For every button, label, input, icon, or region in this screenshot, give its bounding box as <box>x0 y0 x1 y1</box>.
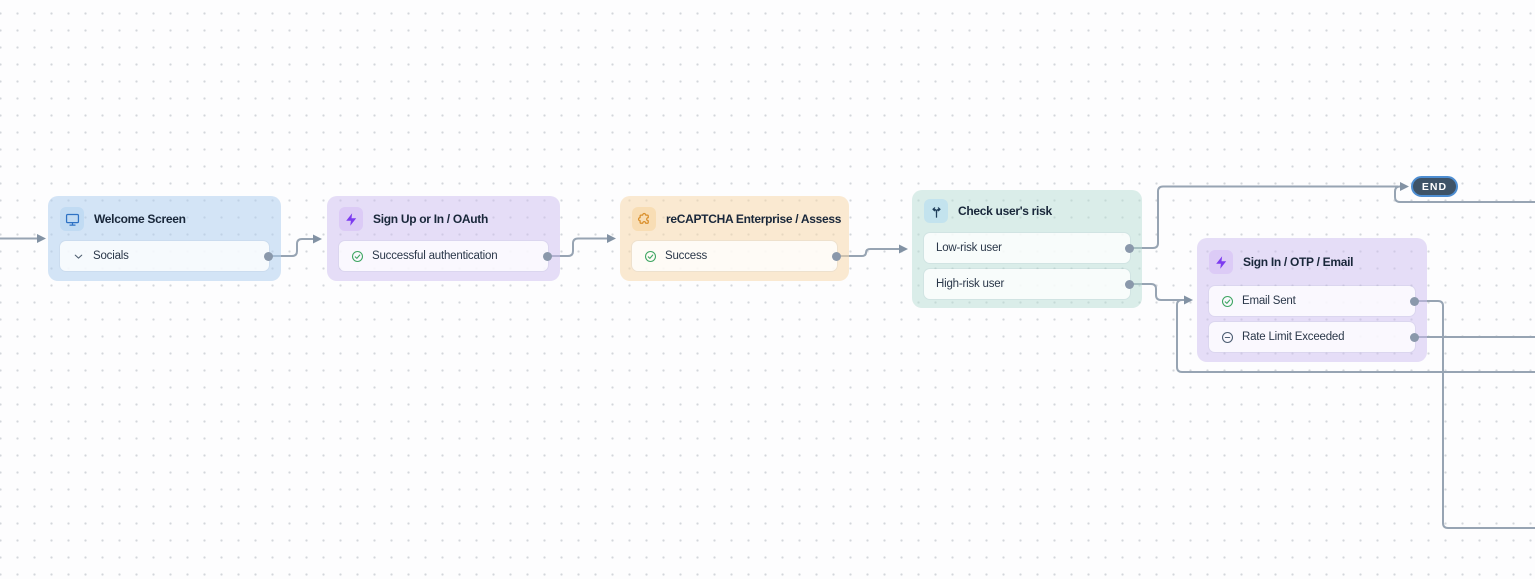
connector-dot[interactable] <box>1125 279 1134 289</box>
connector-dot[interactable] <box>1125 243 1134 253</box>
arrowhead <box>313 234 322 244</box>
output-low-risk-user[interactable]: Low-risk user <box>924 233 1134 263</box>
puzzle-icon <box>632 207 656 231</box>
node-header: Welcome Screen <box>60 207 269 231</box>
output-successful-authentication[interactable]: Successful authentication <box>339 241 552 271</box>
connector-dot[interactable] <box>1410 296 1419 306</box>
output-label: Successful authentication <box>372 250 498 262</box>
check-circle-icon <box>1221 295 1234 308</box>
node-header: Sign Up or In / OAuth <box>339 207 548 231</box>
node-header: Sign In / OTP / Email <box>1209 250 1415 274</box>
output-high-risk-user[interactable]: High-risk user <box>924 269 1134 299</box>
arrowhead <box>37 234 46 243</box>
chevron-down-icon <box>72 250 85 263</box>
end-label: END <box>1421 180 1448 193</box>
check-circle-icon <box>644 250 657 263</box>
output-label: High-risk user <box>936 278 1005 290</box>
arrowhead <box>607 234 616 243</box>
arrowhead <box>899 244 908 254</box>
node-title: Sign Up or In / OAuth <box>373 212 489 226</box>
connector-dot[interactable] <box>264 251 273 261</box>
node-header: Check user's risk <box>924 199 1130 223</box>
node-title: Sign In / OTP / Email <box>1243 255 1354 269</box>
output-label: Socials <box>93 250 129 262</box>
lightning-bolt-icon <box>1209 250 1233 274</box>
minus-circle-icon <box>1221 331 1234 344</box>
check-circle-icon <box>351 250 364 263</box>
node-title: Check user's risk <box>958 204 1052 218</box>
lightning-bolt-icon <box>339 207 363 231</box>
monitor-icon <box>60 207 84 231</box>
connector-dot[interactable] <box>1410 332 1419 342</box>
connector-dot[interactable] <box>543 251 552 261</box>
node-title: reCAPTCHA Enterprise / Assess <box>666 212 842 226</box>
node-header: reCAPTCHA Enterprise / Assess <box>632 207 841 231</box>
output-success[interactable]: Success <box>632 241 841 271</box>
edge-emailsent-out <box>1415 300 1535 529</box>
output-label: Success <box>665 250 708 262</box>
output-label: Low-risk user <box>936 242 1002 254</box>
end-node[interactable]: END <box>1411 176 1458 197</box>
output-label: Email Sent <box>1242 295 1296 307</box>
node-title: Welcome Screen <box>94 212 186 226</box>
output-label: Rate Limit Exceeded <box>1242 331 1345 343</box>
arrowhead <box>1400 182 1409 191</box>
output-rate-limit-exceeded[interactable]: Rate Limit Exceeded <box>1209 322 1419 352</box>
branch-icon <box>924 199 948 223</box>
output-email-sent[interactable]: Email Sent <box>1209 286 1419 316</box>
output-socials[interactable]: Socials <box>60 241 273 271</box>
connector-dot[interactable] <box>832 251 841 261</box>
arrowhead <box>1184 295 1193 305</box>
